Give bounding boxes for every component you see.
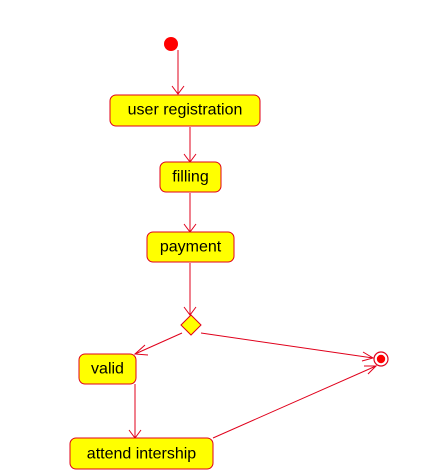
node-valid: valid <box>78 353 137 385</box>
node-attend-intership-label: attend intership <box>87 446 197 463</box>
edge-decision-to-valid <box>133 332 183 356</box>
node-user-registration-label: user registration <box>128 102 243 119</box>
edge-user-registration-to-filling <box>183 127 197 163</box>
node-payment: payment <box>146 231 235 263</box>
node-filling-label: filling <box>172 169 208 186</box>
node-payment-label: payment <box>160 239 222 256</box>
edge-valid-to-attend-intership <box>128 384 142 439</box>
decision-node <box>180 314 202 336</box>
edge-decision-to-end <box>200 332 375 362</box>
edge-filling-to-payment <box>183 193 197 233</box>
end-node <box>373 351 389 367</box>
edge-payment-to-decision <box>183 263 197 316</box>
node-user-registration: user registration <box>109 94 261 127</box>
start-node <box>164 37 178 51</box>
node-filling: filling <box>159 161 222 193</box>
node-valid-label: valid <box>91 361 124 378</box>
edge-start-to-user-registration <box>171 50 185 95</box>
node-attend-intership: attend intership <box>69 437 214 470</box>
edge-attend-intership-to-end <box>212 365 378 439</box>
